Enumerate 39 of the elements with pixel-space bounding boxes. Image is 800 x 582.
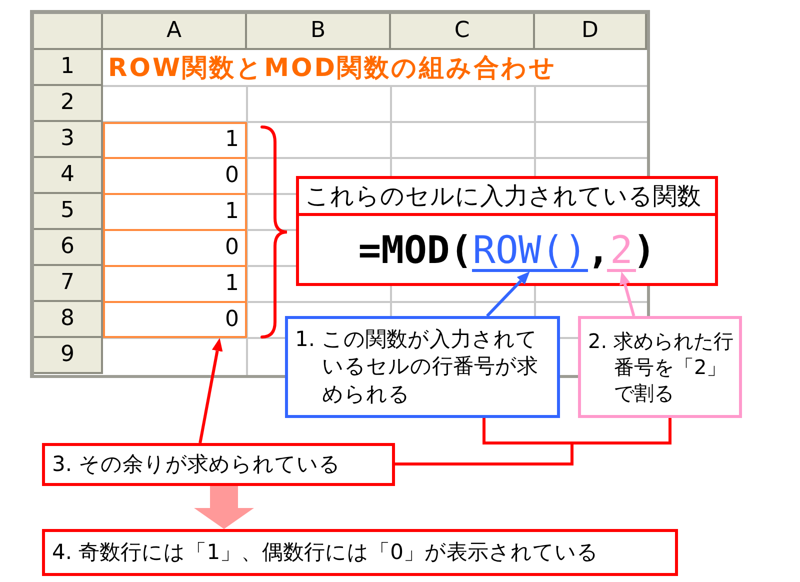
row-header: 3 — [34, 122, 103, 158]
formula-box — [296, 176, 718, 286]
row-header: 5 — [34, 194, 103, 230]
column-header: C — [391, 14, 535, 50]
row-header: 2 — [34, 86, 103, 122]
connector-line — [395, 418, 672, 466]
row-header: 9 — [34, 338, 103, 374]
arrow — [486, 272, 530, 318]
value-text: 1 — [225, 271, 239, 297]
value-text: 0 — [225, 307, 239, 333]
box-heading: これらのセルに入力されている関数 — [305, 183, 701, 210]
row-header: 7 — [34, 266, 103, 302]
block-arrow — [194, 486, 254, 529]
column-header: B — [247, 14, 391, 50]
column-header: D — [535, 14, 647, 50]
callout-box — [578, 316, 742, 418]
sheet-title: ROW関数とMOD関数の組み合わせ — [108, 55, 557, 81]
callout-box — [285, 316, 560, 418]
highlighted-range — [103, 122, 247, 338]
callout-text: 1. この関数が入力されているセルの行番号が求められる — [295, 326, 539, 408]
value-text: 1 — [225, 127, 239, 153]
arrow — [198, 338, 223, 444]
formula-text: =MOD(ROW(),2) — [358, 228, 656, 272]
underline-mark — [472, 268, 588, 272]
callout-text: 3. その余りが求められている — [52, 450, 341, 478]
value-text: 0 — [225, 235, 239, 261]
callout-box — [42, 443, 395, 486]
value-text: 1 — [225, 199, 239, 225]
callout-text: 2. 求められた行番号を「2」で割る — [588, 328, 734, 406]
arrow — [620, 271, 636, 316]
callout-box — [42, 529, 678, 576]
row-header: 8 — [34, 302, 103, 338]
row-header: 6 — [34, 230, 103, 266]
callout-text: 4. 奇数行には「1」、偶数行には「0」が表示されている — [52, 538, 598, 566]
underline-mark — [606, 268, 636, 272]
row-header: 1 — [34, 50, 103, 86]
row-header: 4 — [34, 158, 103, 194]
value-text: 0 — [225, 163, 239, 189]
column-header: A — [103, 14, 247, 50]
